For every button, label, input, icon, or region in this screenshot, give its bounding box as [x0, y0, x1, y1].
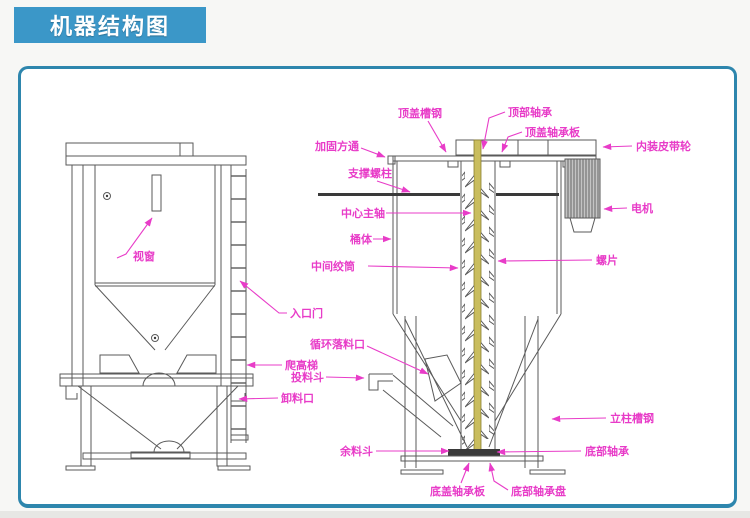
label-feeding-hopper: 投料斗 [291, 370, 365, 384]
label-bottom-cover-bearing-plate: 底盖轴承板 [430, 462, 486, 498]
label-middle-auger-tube: 中间绞筒 [311, 259, 459, 273]
window [151, 174, 162, 212]
barrel-walls [392, 161, 562, 314]
square-tube-corner [387, 155, 396, 165]
label-bottom-bearing: 底部轴承 [496, 444, 630, 458]
support-stud-bar [318, 193, 460, 196]
svg-text:入口门: 入口门 [290, 306, 323, 320]
svg-text:顶部轴承: 顶部轴承 [508, 105, 553, 119]
cone-base [130, 451, 191, 459]
left-hook [65, 386, 78, 400]
label-central-main-shaft: 中心主轴 [341, 206, 472, 220]
label-top-cover-bearing-plate: 顶盖轴承板 [501, 125, 581, 153]
platform-band [59, 373, 254, 387]
label-screw-blade: 螺片 [497, 253, 618, 267]
label-support-stud: 支撑螺柱 [347, 166, 411, 193]
screw-blades-right [481, 182, 494, 439]
base-foot-left [400, 469, 444, 475]
label-barrel-body: 桶体 [349, 232, 392, 246]
svg-text:底部轴承: 底部轴承 [585, 444, 630, 458]
right-foot [217, 465, 251, 471]
page-title: 机器结构图 [49, 15, 170, 40]
svg-text:中心主轴: 中心主轴 [341, 206, 385, 220]
label-entrance-door: 入口门 [239, 280, 323, 320]
left-post [71, 164, 84, 387]
right-post [220, 164, 232, 387]
right-brace [176, 354, 217, 374]
bolt [103, 192, 111, 200]
stand-legs [404, 316, 539, 468]
base-foot-right [529, 469, 566, 475]
screw-blades-left [462, 171, 474, 450]
top-bearing-plate [455, 139, 597, 156]
svg-text:电机: 电机 [631, 201, 653, 215]
feed-hopper [368, 354, 462, 438]
label-climbing-ladder: 爬高梯 [246, 358, 318, 372]
svg-text:顶盖轴承板: 顶盖轴承板 [525, 125, 581, 139]
label-column-channel-steel: 立柱槽钢 [551, 411, 654, 425]
front-view-drawing [59, 142, 254, 471]
label-discharge-port: 卸料口 [238, 391, 314, 405]
page-bottom-strip [0, 511, 750, 518]
motor [564, 158, 601, 233]
svg-text:内装皮带轮: 内装皮带轮 [636, 139, 691, 153]
label-residual-hopper: 余料斗 [339, 444, 450, 458]
svg-text:桶体: 桶体 [349, 232, 373, 246]
section-view-drawing [318, 139, 601, 475]
svg-text:爬高梯: 爬高梯 [285, 358, 318, 372]
labels-layer: 视窗 入口门 爬高梯 投料斗 卸料口 顶盖槽钢 顶部轴承 顶盖轴承板 [116, 105, 691, 498]
svg-text:余料斗: 余料斗 [339, 444, 373, 458]
label-motor: 电机 [603, 201, 653, 215]
svg-text:投料斗: 投料斗 [291, 370, 324, 384]
svg-text:顶盖槽钢: 顶盖槽钢 [398, 106, 442, 120]
right-leg [216, 385, 228, 467]
base-crossbar [400, 455, 544, 462]
top-plate [65, 155, 247, 166]
auger-tube [460, 161, 496, 449]
circulation-chute [424, 354, 462, 402]
label-top-bearing: 顶部轴承 [481, 105, 553, 150]
main-shaft [473, 139, 482, 456]
body-walls [94, 165, 216, 287]
label-top-cover-channel: 顶盖槽钢 [398, 106, 447, 153]
label-viewing-window: 视窗 [116, 217, 155, 263]
title-banner: 机器结构图 [14, 7, 206, 43]
platform-dome [142, 372, 176, 387]
label-reinforced-square-tube: 加固方通 [314, 139, 386, 158]
svg-text:底盖轴承板: 底盖轴承板 [430, 484, 486, 497]
left-foot [65, 465, 96, 471]
structure-diagram: 视窗 入口门 爬高梯 投料斗 卸料口 顶盖槽钢 顶部轴承 顶盖轴承板 [59, 105, 691, 498]
upper-funnel [94, 284, 216, 351]
left-brace [99, 354, 140, 374]
svg-text:卸料口: 卸料口 [281, 391, 314, 405]
label-internal-belt-pulley: 内装皮带轮 [602, 139, 691, 153]
svg-text:加固方通: 加固方通 [314, 139, 359, 153]
bottom-bearing-block [448, 449, 500, 456]
svg-text:中间绞筒: 中间绞筒 [311, 259, 355, 273]
svg-text:支撑螺柱: 支撑螺柱 [347, 166, 392, 180]
svg-text:立柱槽钢: 立柱槽钢 [610, 411, 654, 425]
cone-dome [153, 440, 185, 453]
svg-text:螺片: 螺片 [596, 253, 618, 267]
svg-text:循环落料口: 循环落料口 [310, 337, 365, 351]
svg-text:底部轴承盘: 底部轴承盘 [511, 484, 566, 497]
crossbar [82, 452, 247, 460]
diagram-panel: 视窗 入口门 爬高梯 投料斗 卸料口 顶盖槽钢 顶部轴承 顶盖轴承板 [18, 66, 737, 508]
label-circulation-drop-port: 循环落料口 [310, 337, 429, 375]
label-bottom-bearing-disc: 底部轴承盘 [488, 462, 566, 498]
ladder [230, 169, 249, 443]
top-cap [65, 142, 194, 157]
stand-braces [404, 318, 539, 448]
svg-text:视窗: 视窗 [133, 249, 155, 263]
lower-cone [77, 385, 239, 450]
